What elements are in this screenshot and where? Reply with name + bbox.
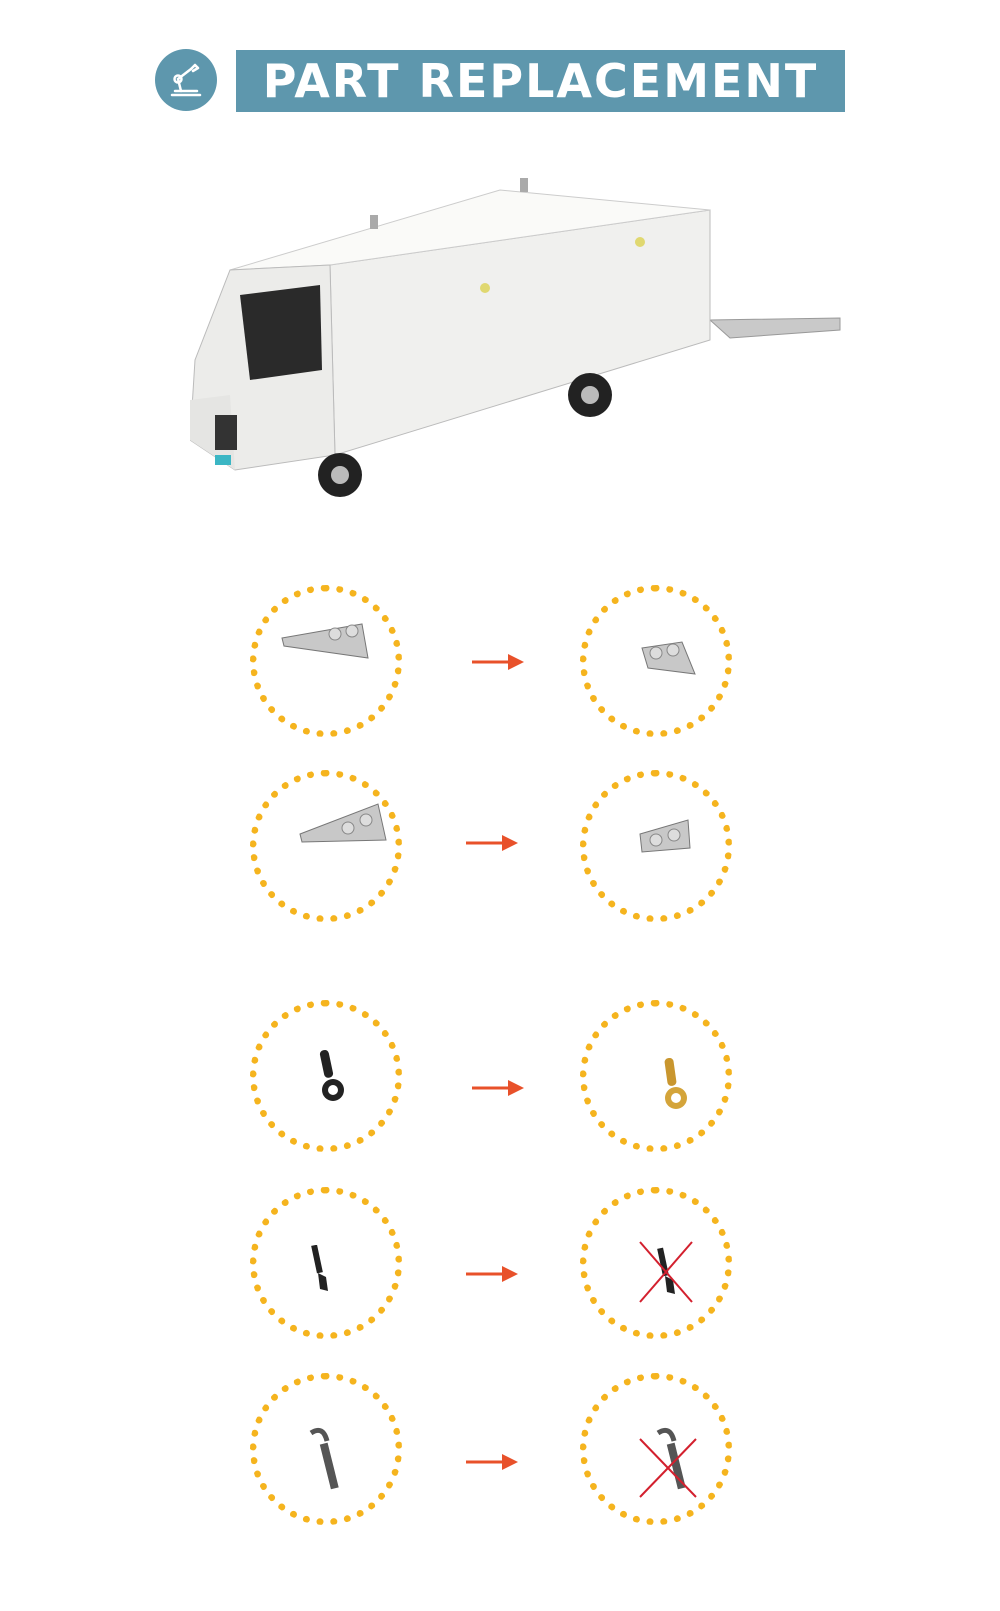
wedge-plate-2x2-icon (639, 819, 691, 853)
replacement-part-slot-4 (580, 1187, 732, 1339)
replacement-part-slot-2 (580, 770, 732, 922)
arrow-right-icon (472, 654, 524, 670)
removed-cross-icon (639, 1427, 697, 1498)
removed-cross-icon (639, 1241, 693, 1303)
page-title: PART REPLACEMENT (262, 54, 819, 108)
original-part-slot-4 (250, 1187, 402, 1339)
wedge-plate-short-icon (641, 641, 696, 675)
original-part-slot-5 (250, 1373, 402, 1525)
arrow-right-icon (466, 1454, 518, 1470)
gold-eye-bolt-icon (664, 1058, 687, 1109)
van-model-image (189, 170, 870, 530)
hook-tool-icon (309, 1427, 339, 1490)
arrow-right-icon (466, 835, 518, 851)
replacement-part-slot-3 (580, 1000, 732, 1152)
arrow-right-icon (466, 1266, 518, 1282)
wedge-plate-4x2-icon (299, 803, 387, 843)
wedge-plate-long-icon (281, 623, 369, 659)
replacement-part-slot-5 (580, 1373, 732, 1525)
original-part-slot-1 (250, 585, 402, 737)
page-title-banner: PART REPLACEMENT (236, 50, 845, 112)
original-part-slot-3 (250, 1000, 402, 1152)
black-tool-handle-icon (311, 1245, 328, 1291)
original-part-slot-2 (250, 770, 402, 922)
arrow-right-icon (472, 1080, 524, 1096)
black-eye-bolt-icon (319, 1050, 344, 1101)
replacement-part-slot-1 (580, 585, 732, 737)
robot-arm-icon (155, 49, 217, 111)
